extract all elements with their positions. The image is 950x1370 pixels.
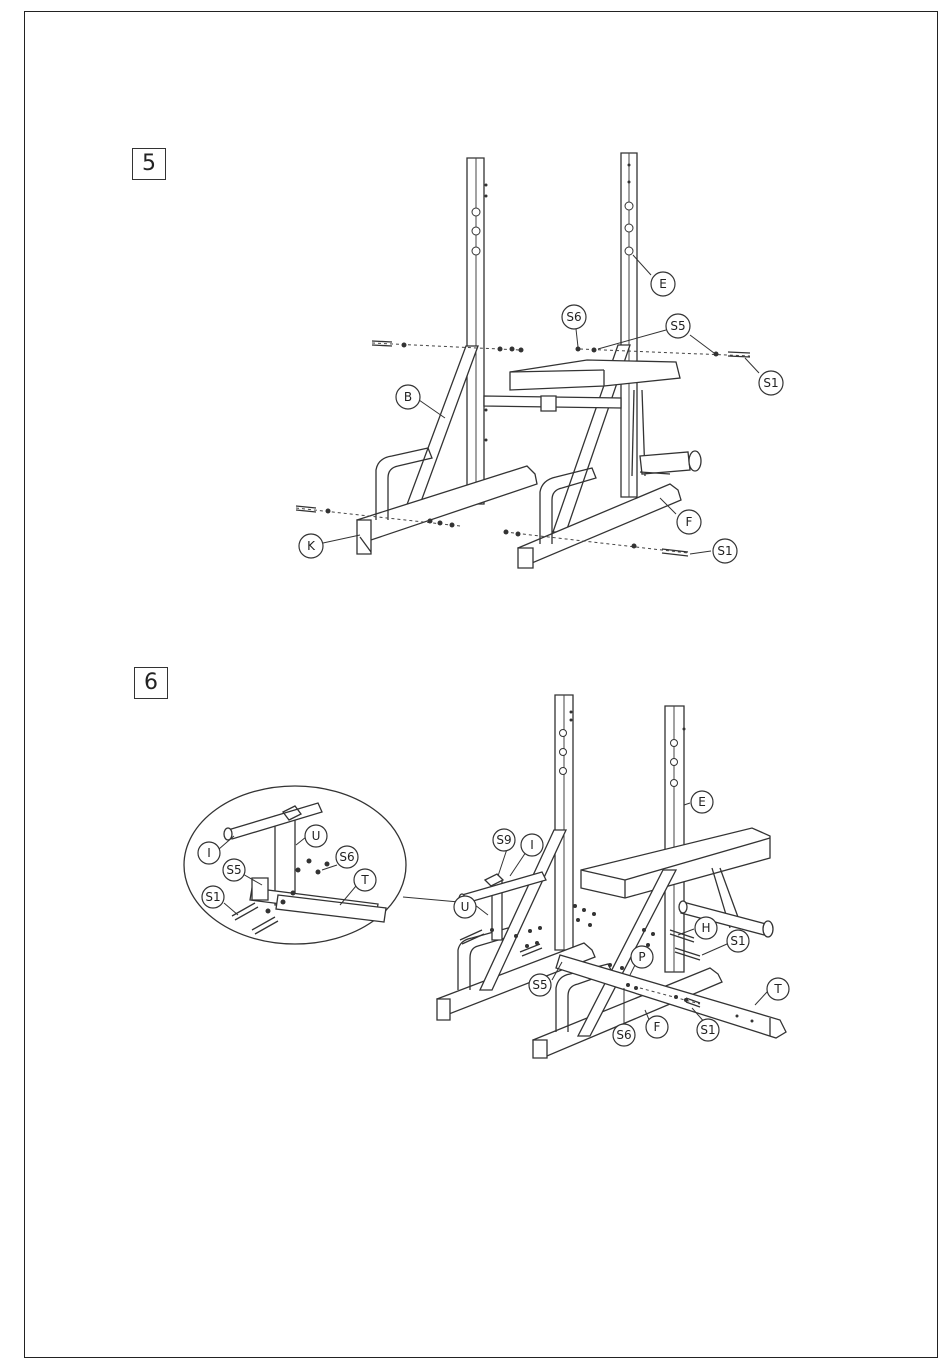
- svg-text:S1: S1: [763, 376, 778, 390]
- svg-text:S5: S5: [532, 978, 547, 992]
- step-6-illustration: I U S6 S5 T S1: [184, 695, 789, 1058]
- svg-text:E: E: [659, 277, 667, 291]
- svg-text:T: T: [360, 873, 369, 887]
- svg-text:F: F: [654, 1020, 661, 1034]
- bench-pad: [510, 360, 680, 390]
- svg-text:S1: S1: [205, 890, 220, 904]
- detail-callout-s1: S1: [202, 886, 224, 908]
- svg-text:I: I: [207, 846, 211, 860]
- svg-text:S9: S9: [496, 833, 511, 847]
- svg-text:S6: S6: [566, 310, 581, 324]
- svg-text:S5: S5: [226, 863, 241, 877]
- svg-text:F: F: [686, 515, 693, 529]
- detail-callout-s5: S5: [223, 859, 245, 881]
- svg-text:S1: S1: [730, 934, 745, 948]
- svg-text:U: U: [312, 829, 321, 843]
- svg-text:H: H: [701, 921, 710, 935]
- right-base-f: [518, 484, 681, 563]
- callout-f-6: F: [646, 1016, 668, 1038]
- svg-text:P: P: [638, 950, 645, 964]
- callout-s1-bottom-6: S1: [697, 1019, 719, 1041]
- svg-text:S1: S1: [700, 1023, 715, 1037]
- svg-text:S6: S6: [616, 1028, 631, 1042]
- callout-p: P: [631, 946, 653, 968]
- callout-s6: S6: [562, 305, 586, 329]
- svg-text:E: E: [698, 795, 706, 809]
- callout-b: B: [396, 385, 420, 409]
- callout-s1-right: S1: [727, 930, 749, 952]
- callout-s1-top: S1: [759, 371, 783, 395]
- callout-e-6: E: [691, 791, 713, 813]
- callout-s9: S9: [493, 829, 515, 851]
- detail-callout-s6: S6: [336, 846, 358, 868]
- callout-h: H: [695, 917, 717, 939]
- callout-t: T: [767, 978, 789, 1000]
- callout-i: I: [521, 834, 543, 856]
- callout-s6-6: S6: [613, 1024, 635, 1046]
- svg-text:S6: S6: [339, 850, 354, 864]
- svg-text:T: T: [773, 982, 782, 996]
- callout-k: K: [299, 534, 323, 558]
- svg-text:I: I: [530, 838, 534, 852]
- callout-u: U: [454, 896, 476, 918]
- callout-e: E: [651, 272, 675, 296]
- svg-text:S1: S1: [717, 544, 732, 558]
- callout-f: F: [677, 510, 701, 534]
- svg-text:K: K: [307, 539, 316, 553]
- left-base-k: [357, 466, 537, 540]
- callout-s1-bottom: S1: [713, 539, 737, 563]
- callout-s5: S5: [666, 314, 690, 338]
- svg-text:S5: S5: [670, 319, 685, 333]
- detail-callout-u: U: [305, 825, 327, 847]
- detail-callout-t: T: [354, 869, 376, 891]
- left-base-6: [437, 943, 595, 1014]
- callout-s5-6: S5: [529, 974, 551, 996]
- svg-text:B: B: [404, 390, 412, 404]
- detail-callout-i: I: [198, 842, 220, 864]
- step-5-illustration: E S6 S5 S1 B F K S1: [296, 153, 783, 568]
- svg-text:U: U: [461, 900, 470, 914]
